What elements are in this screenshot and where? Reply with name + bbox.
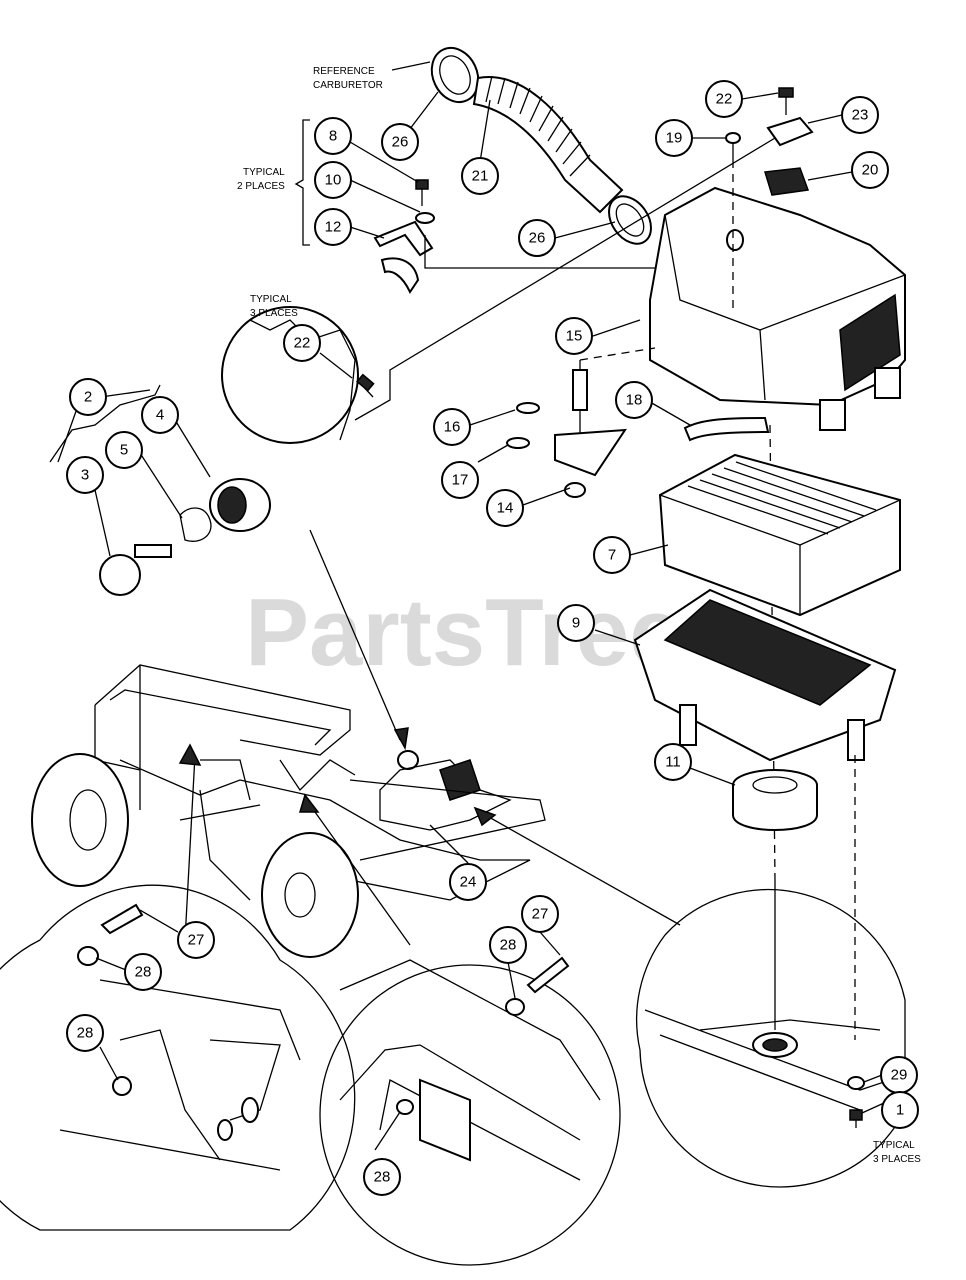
- callout-18: 18: [615, 381, 653, 419]
- svg-text:28: 28: [374, 1169, 391, 1186]
- svg-text:11: 11: [665, 754, 681, 771]
- note-reference-carburetor: REFERENCE CARBURETOR: [313, 61, 431, 91]
- svg-text:2: 2: [84, 389, 92, 406]
- svg-text:8: 8: [329, 128, 337, 145]
- svg-text:REFERENCE: REFERENCE: [313, 66, 375, 77]
- svg-text:3 PLACES: 3 PLACES: [873, 1154, 921, 1165]
- callout-9: 9: [557, 604, 595, 642]
- detail-view-middle: [319, 956, 621, 1266]
- svg-text:3 PLACES: 3 PLACES: [250, 308, 298, 319]
- svg-text:26: 26: [529, 230, 546, 247]
- callout-16: 16: [433, 408, 471, 446]
- svg-text:2 PLACES: 2 PLACES: [237, 181, 285, 192]
- callouts: 26 21 26 8 10 12 22 19 23 20 15 18 16 17…: [66, 80, 919, 1196]
- callout-23: 23: [841, 96, 879, 134]
- callout-28: 28: [363, 1158, 401, 1196]
- callout-28: 28: [66, 1014, 104, 1052]
- note-typical-3-places-bottom: TYPICAL 3 PLACES: [873, 1140, 921, 1165]
- svg-text:22: 22: [294, 335, 311, 352]
- svg-text:28: 28: [500, 937, 517, 954]
- hose-assembly: [354, 46, 781, 421]
- svg-text:12: 12: [325, 219, 342, 236]
- leader-arrow: [309, 529, 401, 741]
- note-typical-2-places: TYPICAL 2 PLACES: [237, 119, 310, 246]
- callout-24: 24: [449, 863, 487, 901]
- callout-1: 1: [881, 1091, 919, 1129]
- svg-text:29: 29: [891, 1067, 908, 1084]
- svg-text:TYPICAL: TYPICAL: [250, 294, 292, 305]
- air-cleaner-housing: [649, 87, 906, 431]
- detail-view-right: [636, 880, 906, 1188]
- callout-17: 17: [441, 461, 479, 499]
- callout-27: 27: [177, 921, 215, 959]
- leader-arrow: [184, 754, 196, 941]
- callout-28: 28: [489, 926, 527, 964]
- svg-text:7: 7: [608, 547, 616, 564]
- svg-text:27: 27: [188, 932, 205, 949]
- callout-26: 26: [518, 219, 556, 257]
- svg-text:23: 23: [852, 107, 869, 124]
- callout-11: 11: [654, 743, 692, 781]
- choke-knob-assembly: [57, 306, 375, 596]
- note-typical-3-places-top: TYPICAL 3 PLACES: [250, 294, 298, 319]
- callout-4: 4: [141, 396, 179, 434]
- callout-leaders: [94, 91, 885, 1151]
- leader-arrow: [479, 811, 681, 926]
- callout-2: 2: [69, 378, 107, 416]
- callout-19: 19: [655, 119, 693, 157]
- svg-text:10: 10: [325, 172, 342, 189]
- svg-text:9: 9: [572, 615, 580, 632]
- stud-mount-assembly: [506, 347, 776, 881]
- callout-3: 3: [66, 456, 104, 494]
- callout-22: 22: [283, 324, 321, 362]
- callout-27: 27: [521, 895, 559, 933]
- svg-text:16: 16: [444, 419, 461, 436]
- svg-text:27: 27: [532, 906, 549, 923]
- filter-and-base: [633, 453, 901, 1040]
- callout-5: 5: [105, 431, 143, 469]
- svg-text:21: 21: [472, 168, 489, 185]
- svg-text:3: 3: [81, 467, 89, 484]
- svg-text:4: 4: [156, 407, 164, 424]
- leader-arrow: [309, 804, 411, 946]
- svg-text:TYPICAL: TYPICAL: [243, 167, 285, 178]
- svg-text:26: 26: [392, 134, 409, 151]
- callout-10: 10: [314, 161, 352, 199]
- callout-26: 26: [381, 123, 419, 161]
- callout-20: 20: [851, 151, 889, 189]
- callout-14: 14: [486, 489, 524, 527]
- svg-text:14: 14: [497, 500, 514, 517]
- callout-12: 12: [314, 208, 352, 246]
- svg-text:17: 17: [452, 472, 469, 489]
- callout-15: 15: [555, 317, 593, 355]
- group-brace: [49, 384, 161, 463]
- svg-text:1: 1: [896, 1102, 904, 1119]
- svg-text:28: 28: [77, 1025, 94, 1042]
- svg-text:19: 19: [666, 130, 683, 147]
- callout-29: 29: [880, 1056, 918, 1094]
- callout-21: 21: [461, 157, 499, 195]
- callout-28: 28: [124, 953, 162, 991]
- cart-frame: [31, 664, 546, 958]
- svg-text:5: 5: [120, 442, 128, 459]
- callout-22: 22: [705, 80, 743, 118]
- detail-view-left: [0, 884, 356, 1231]
- svg-text:20: 20: [862, 162, 879, 179]
- callout-7: 7: [593, 536, 631, 574]
- svg-text:28: 28: [135, 964, 152, 981]
- callout-8: 8: [314, 117, 352, 155]
- svg-text:CARBURETOR: CARBURETOR: [313, 80, 383, 91]
- svg-text:15: 15: [566, 328, 583, 345]
- svg-text:TYPICAL: TYPICAL: [873, 1140, 915, 1151]
- watermark: PartsTree: [245, 579, 683, 686]
- svg-text:18: 18: [626, 392, 643, 409]
- svg-text:22: 22: [716, 91, 733, 108]
- svg-text:24: 24: [460, 874, 477, 891]
